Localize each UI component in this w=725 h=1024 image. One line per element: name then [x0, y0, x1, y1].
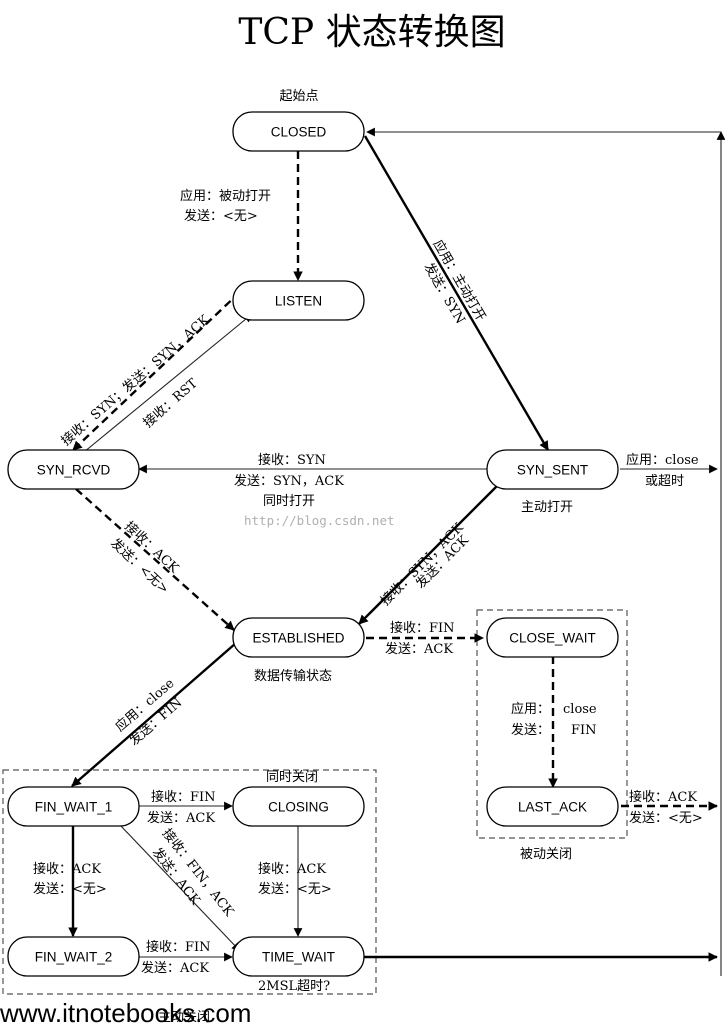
- state-established: ESTABLISHED: [232, 617, 365, 658]
- label-syn-sent-close-timeout: 或超时: [645, 474, 684, 489]
- edge-syn-rcvd-established: [75, 488, 235, 631]
- state-closing-label: CLOSING: [268, 800, 329, 815]
- label-close-wait-app: 应用：: [511, 701, 550, 717]
- page-title: TCP 状态转换图: [238, 12, 505, 53]
- state-fin-wait-1-label: FIN_WAIT_1: [35, 800, 113, 815]
- label-data-transfer-state: 数据传输状态: [254, 668, 332, 684]
- state-last-ack-label: LAST_ACK: [518, 800, 587, 815]
- state-listen: LISTEN: [232, 280, 365, 321]
- label-syn-sent-syn-rcvd-send: 发送：SYN，ACK: [234, 473, 344, 489]
- state-established-label: ESTABLISHED: [252, 631, 344, 646]
- label-fin-wait-1-fin-wait-2-recv: 接收：ACK: [33, 861, 101, 877]
- label-closing-time-wait-recv: 接收：ACK: [258, 861, 326, 877]
- edge-fin-wait-1-time-wait: [119, 824, 241, 952]
- label-close-wait-send: 发送：: [511, 722, 550, 738]
- edge-established-fin-wait-1: [71, 642, 237, 787]
- state-closed: CLOSED: [232, 111, 365, 152]
- label-established-close-wait-recv: 接收：FIN: [390, 620, 455, 636]
- start-point-label: 起始点: [279, 89, 318, 104]
- label-fin-wait-1-fin-wait-2-send: 发送：<无>: [33, 881, 107, 897]
- footer-site-url: www.itnotebooks.com: [0, 998, 251, 1024]
- state-close-wait-label: CLOSE_WAIT: [509, 631, 596, 646]
- state-fin-wait-2: FIN_WAIT_2: [7, 936, 140, 977]
- state-closing: CLOSING: [232, 786, 365, 827]
- state-syn-rcvd: SYN_RCVD: [7, 449, 140, 490]
- active-close-box: [2, 769, 377, 995]
- state-listen-label: LISTEN: [275, 294, 322, 309]
- label-syn-sent-syn-rcvd-recv: 接收：SYN: [258, 452, 326, 468]
- label-last-ack-recv: 接收：ACK: [629, 789, 697, 805]
- label-syn-sent-close-app: 应用：close: [626, 452, 699, 468]
- label-fin-wait-2-time-wait-send: 发送：ACK: [141, 960, 209, 976]
- label-passive-close: 被动关闭: [520, 847, 572, 862]
- edge-closed-syn-sent: [363, 135, 550, 451]
- label-2msl-timeout: 2MSL超时?: [258, 979, 330, 994]
- label-closed-listen-send: 发送：<无>: [184, 208, 258, 224]
- label-fin-wait-2-time-wait-recv: 接收：FIN: [146, 939, 211, 955]
- label-close-wait-close: close: [563, 702, 597, 717]
- passive-close-box: [476, 609, 628, 839]
- state-time-wait: TIME_WAIT: [232, 936, 365, 977]
- label-fin-wait-1-closing-recv: 接收：FIN: [151, 789, 216, 805]
- state-closed-label: CLOSED: [271, 125, 327, 140]
- label-closed-listen-app: 应用：被动打开: [180, 188, 271, 204]
- label-fin-wait-1-closing-send: 发送：ACK: [147, 810, 215, 826]
- label-active-close: 主动关闭: [158, 1010, 210, 1024]
- state-fin-wait-1: FIN_WAIT_1: [7, 786, 140, 827]
- label-last-ack-send: 发送：<无>: [629, 810, 703, 826]
- state-syn-sent: SYN_SENT: [486, 449, 619, 490]
- label-syn-sent-established-recv: 接收：SYN，ACK: [378, 520, 467, 609]
- label-closing-time-wait-send: 发送：<无>: [258, 881, 332, 897]
- label-simultaneous-open: 同时打开: [263, 494, 315, 509]
- edge-syn-sent-established: [358, 485, 498, 625]
- state-time-wait-label: TIME_WAIT: [262, 950, 335, 965]
- state-last-ack: LAST_ACK: [486, 786, 619, 827]
- label-syn-rcvd-listen-rst: 接收：RST: [140, 375, 201, 431]
- state-syn-sent-label: SYN_SENT: [517, 463, 588, 478]
- state-fin-wait-2-label: FIN_WAIT_2: [35, 950, 113, 965]
- edge-syn-rcvd-listen: [83, 313, 253, 453]
- label-active-open-note: 主动打开: [521, 500, 573, 515]
- state-close-wait: CLOSE_WAIT: [486, 617, 619, 658]
- watermark: http://blog.csdn.net: [244, 513, 395, 528]
- state-syn-rcvd-label: SYN_RCVD: [37, 463, 111, 478]
- label-close-wait-fin: FIN: [571, 723, 597, 738]
- label-established-close-wait-send: 发送：ACK: [385, 641, 453, 657]
- label-simultaneous-close: 同时关闭: [266, 770, 318, 785]
